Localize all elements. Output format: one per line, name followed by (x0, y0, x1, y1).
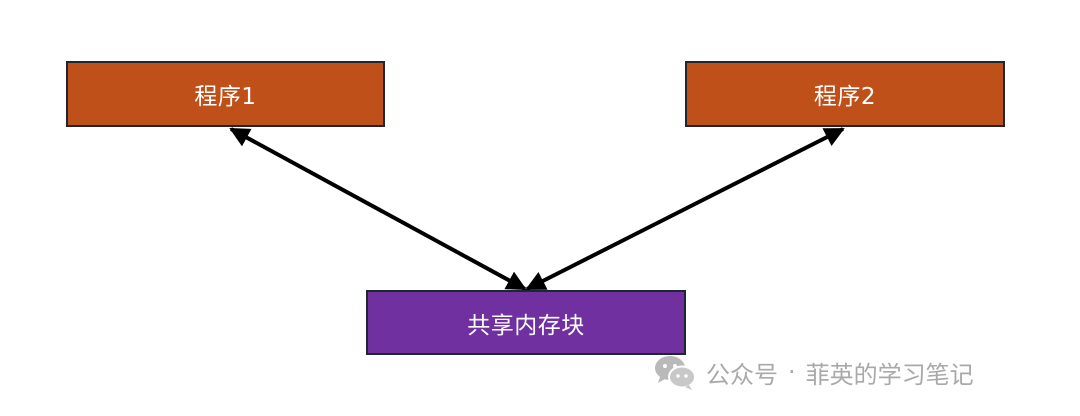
arrow-program1-shared-memory (229, 127, 527, 291)
program1-box: 程序1 (66, 61, 385, 127)
wechat-icon (655, 356, 696, 390)
watermark-account: 菲英的学习笔记 (805, 360, 974, 389)
arrow-program2-shared-memory (525, 127, 845, 291)
program2-box: 程序2 (685, 61, 1005, 127)
watermark-source: 公众号 (706, 360, 778, 389)
watermark-separator: · (788, 358, 796, 386)
program2-label: 程序2 (813, 84, 877, 110)
shared-memory-label: 共享内存块 (467, 312, 585, 339)
program1-label: 程序1 (194, 84, 257, 110)
shared-memory-box: 共享内存块 (366, 290, 686, 355)
watermark: 公众号 · 菲英的学习笔记 (652, 352, 974, 392)
